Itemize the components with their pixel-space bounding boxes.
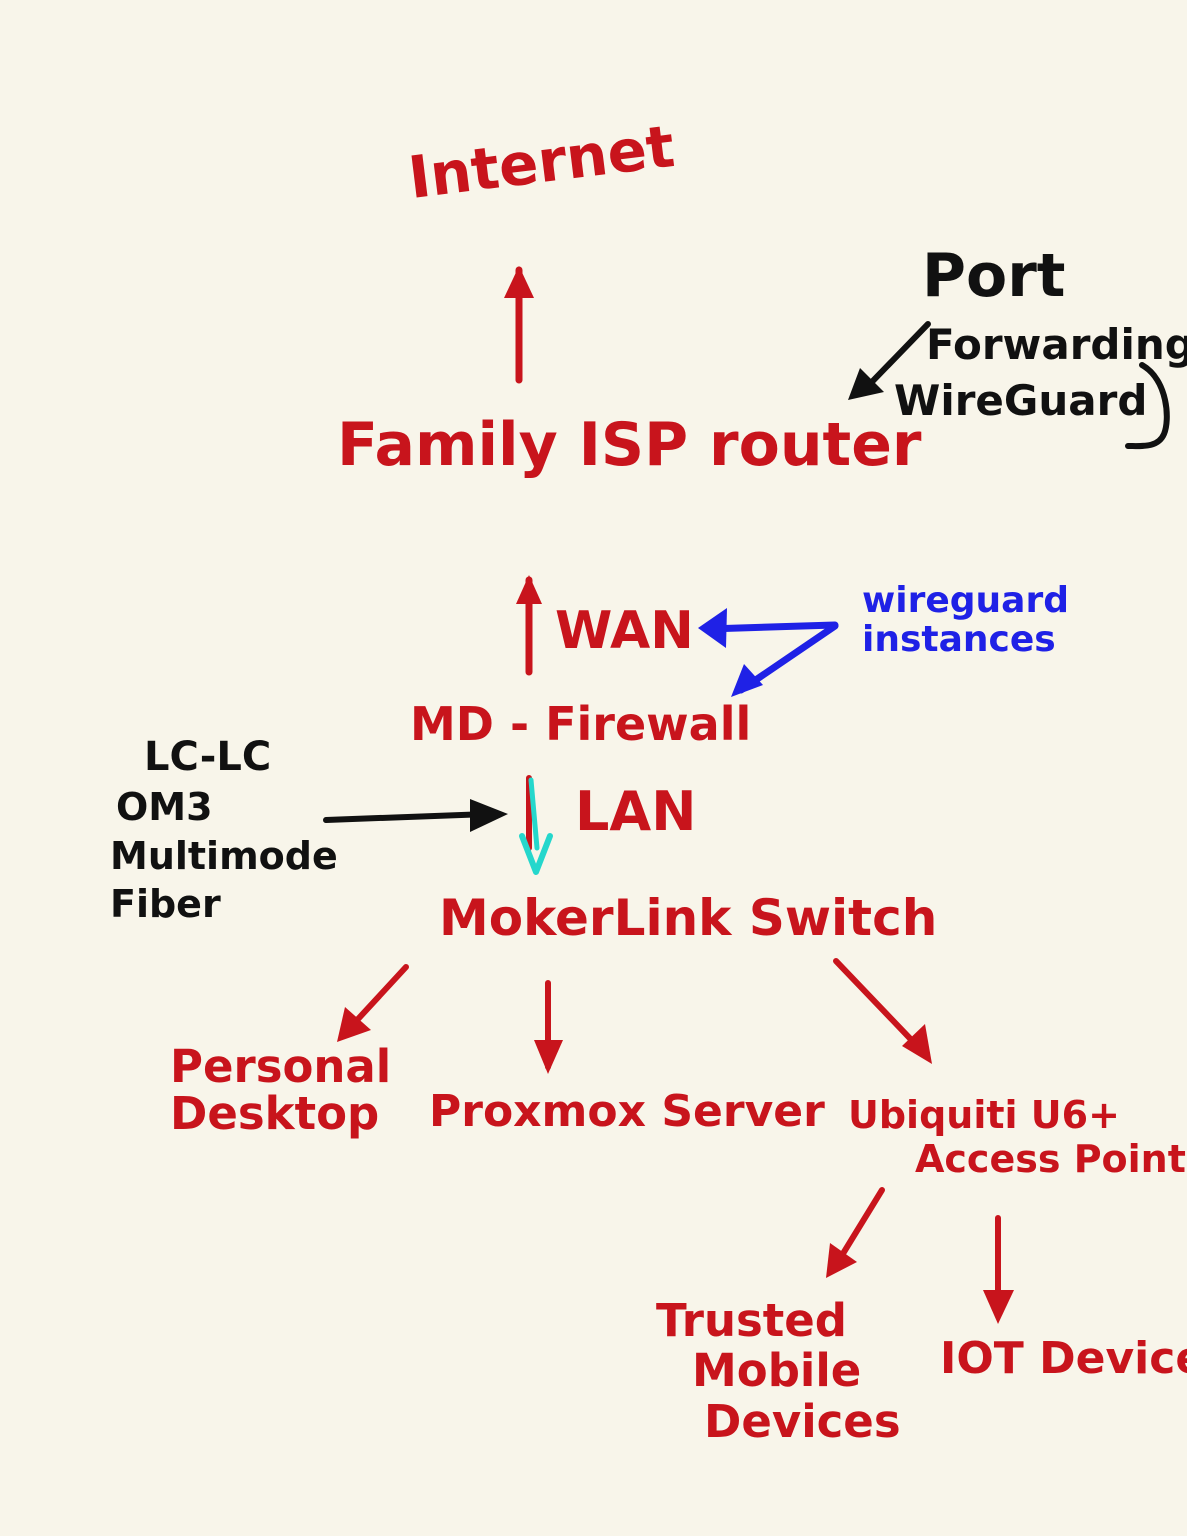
port-forwarding-note: Port Forwarding WireGuard bbox=[894, 237, 1187, 429]
wireguard-note-line-1: wireguard bbox=[862, 580, 1069, 621]
ap-to-iot-arrowhead bbox=[983, 1290, 1014, 1324]
wireguard-to-wan-arrowhead bbox=[698, 608, 727, 648]
fiber-note-line-2: OM3 bbox=[116, 785, 213, 830]
switch-to-desktop-arrowhead bbox=[337, 1007, 371, 1042]
trusted-line-3: Devices bbox=[704, 1394, 901, 1448]
router-to-internet-arrowhead bbox=[504, 266, 534, 298]
switch-to-proxmox-arrowhead bbox=[534, 1040, 563, 1074]
trusted-line-2: Mobile bbox=[692, 1344, 862, 1398]
ap-to-trusted-devices-line bbox=[833, 1187, 885, 1268]
iot-devices-label: IOT Devices bbox=[940, 1333, 1187, 1384]
fiber-note-line-3: Multimode bbox=[110, 833, 338, 878]
fiber-note-line-4: Fiber bbox=[110, 882, 221, 927]
fiber-note: LC-LC OM3 Multimode Fiber bbox=[110, 732, 338, 929]
wireguard-to-firewall-arrowhead bbox=[731, 664, 763, 697]
personal-desktop-line-1: Personal bbox=[170, 1040, 392, 1093]
ap-to-trusted-devices-arrowhead bbox=[826, 1243, 857, 1278]
switch-label: MokerLink Switch bbox=[439, 889, 938, 947]
lan-downlink-arrowhead bbox=[519, 833, 553, 875]
port-note-line-1: Port bbox=[922, 241, 1066, 311]
wireguard-instances-note: wireguard instances bbox=[862, 580, 1069, 660]
personal-desktop-label: Personal Desktop bbox=[170, 1043, 391, 1138]
fiber-note-line-1: LC-LC bbox=[144, 734, 272, 780]
isp-router-label: Family ISP router bbox=[337, 410, 922, 480]
access-point-line-2: Access Point bbox=[915, 1136, 1186, 1181]
wireguard-to-wan-line bbox=[704, 621, 839, 633]
access-point-line-1: Ubiquiti U6+ bbox=[848, 1093, 1120, 1137]
wireguard-note-line-2: instances bbox=[862, 618, 1056, 660]
fiber-note-arrow-line bbox=[323, 811, 491, 823]
personal-desktop-line-2: Desktop bbox=[170, 1087, 380, 1141]
proxmox-server-label: Proxmox Server bbox=[429, 1086, 825, 1137]
switch-to-ap-arrowhead bbox=[902, 1024, 932, 1064]
trusted-line-1: Trusted bbox=[656, 1294, 848, 1347]
port-forwarding-arrowhead bbox=[848, 368, 884, 400]
port-forwarding-arrow-line bbox=[863, 321, 931, 391]
wan-uplink-arrowhead bbox=[516, 575, 542, 604]
wan-label: WAN bbox=[555, 601, 694, 661]
port-forwarding-bracket bbox=[1125, 362, 1170, 450]
port-note-line-3: WireGuard bbox=[894, 375, 1148, 425]
switch-to-ap-line bbox=[833, 958, 925, 1054]
fiber-note-arrowhead bbox=[470, 799, 508, 832]
trusted-mobile-devices-label: Trusted Mobile Devices bbox=[656, 1294, 901, 1448]
access-point-label: Ubiquiti U6+ Access Point bbox=[848, 1093, 1186, 1181]
fiber-highlight-line bbox=[528, 777, 540, 851]
port-note-line-2: Forwarding bbox=[926, 319, 1187, 369]
lan-label: LAN bbox=[575, 780, 697, 843]
firewall-label: MD - Firewall bbox=[410, 697, 752, 751]
